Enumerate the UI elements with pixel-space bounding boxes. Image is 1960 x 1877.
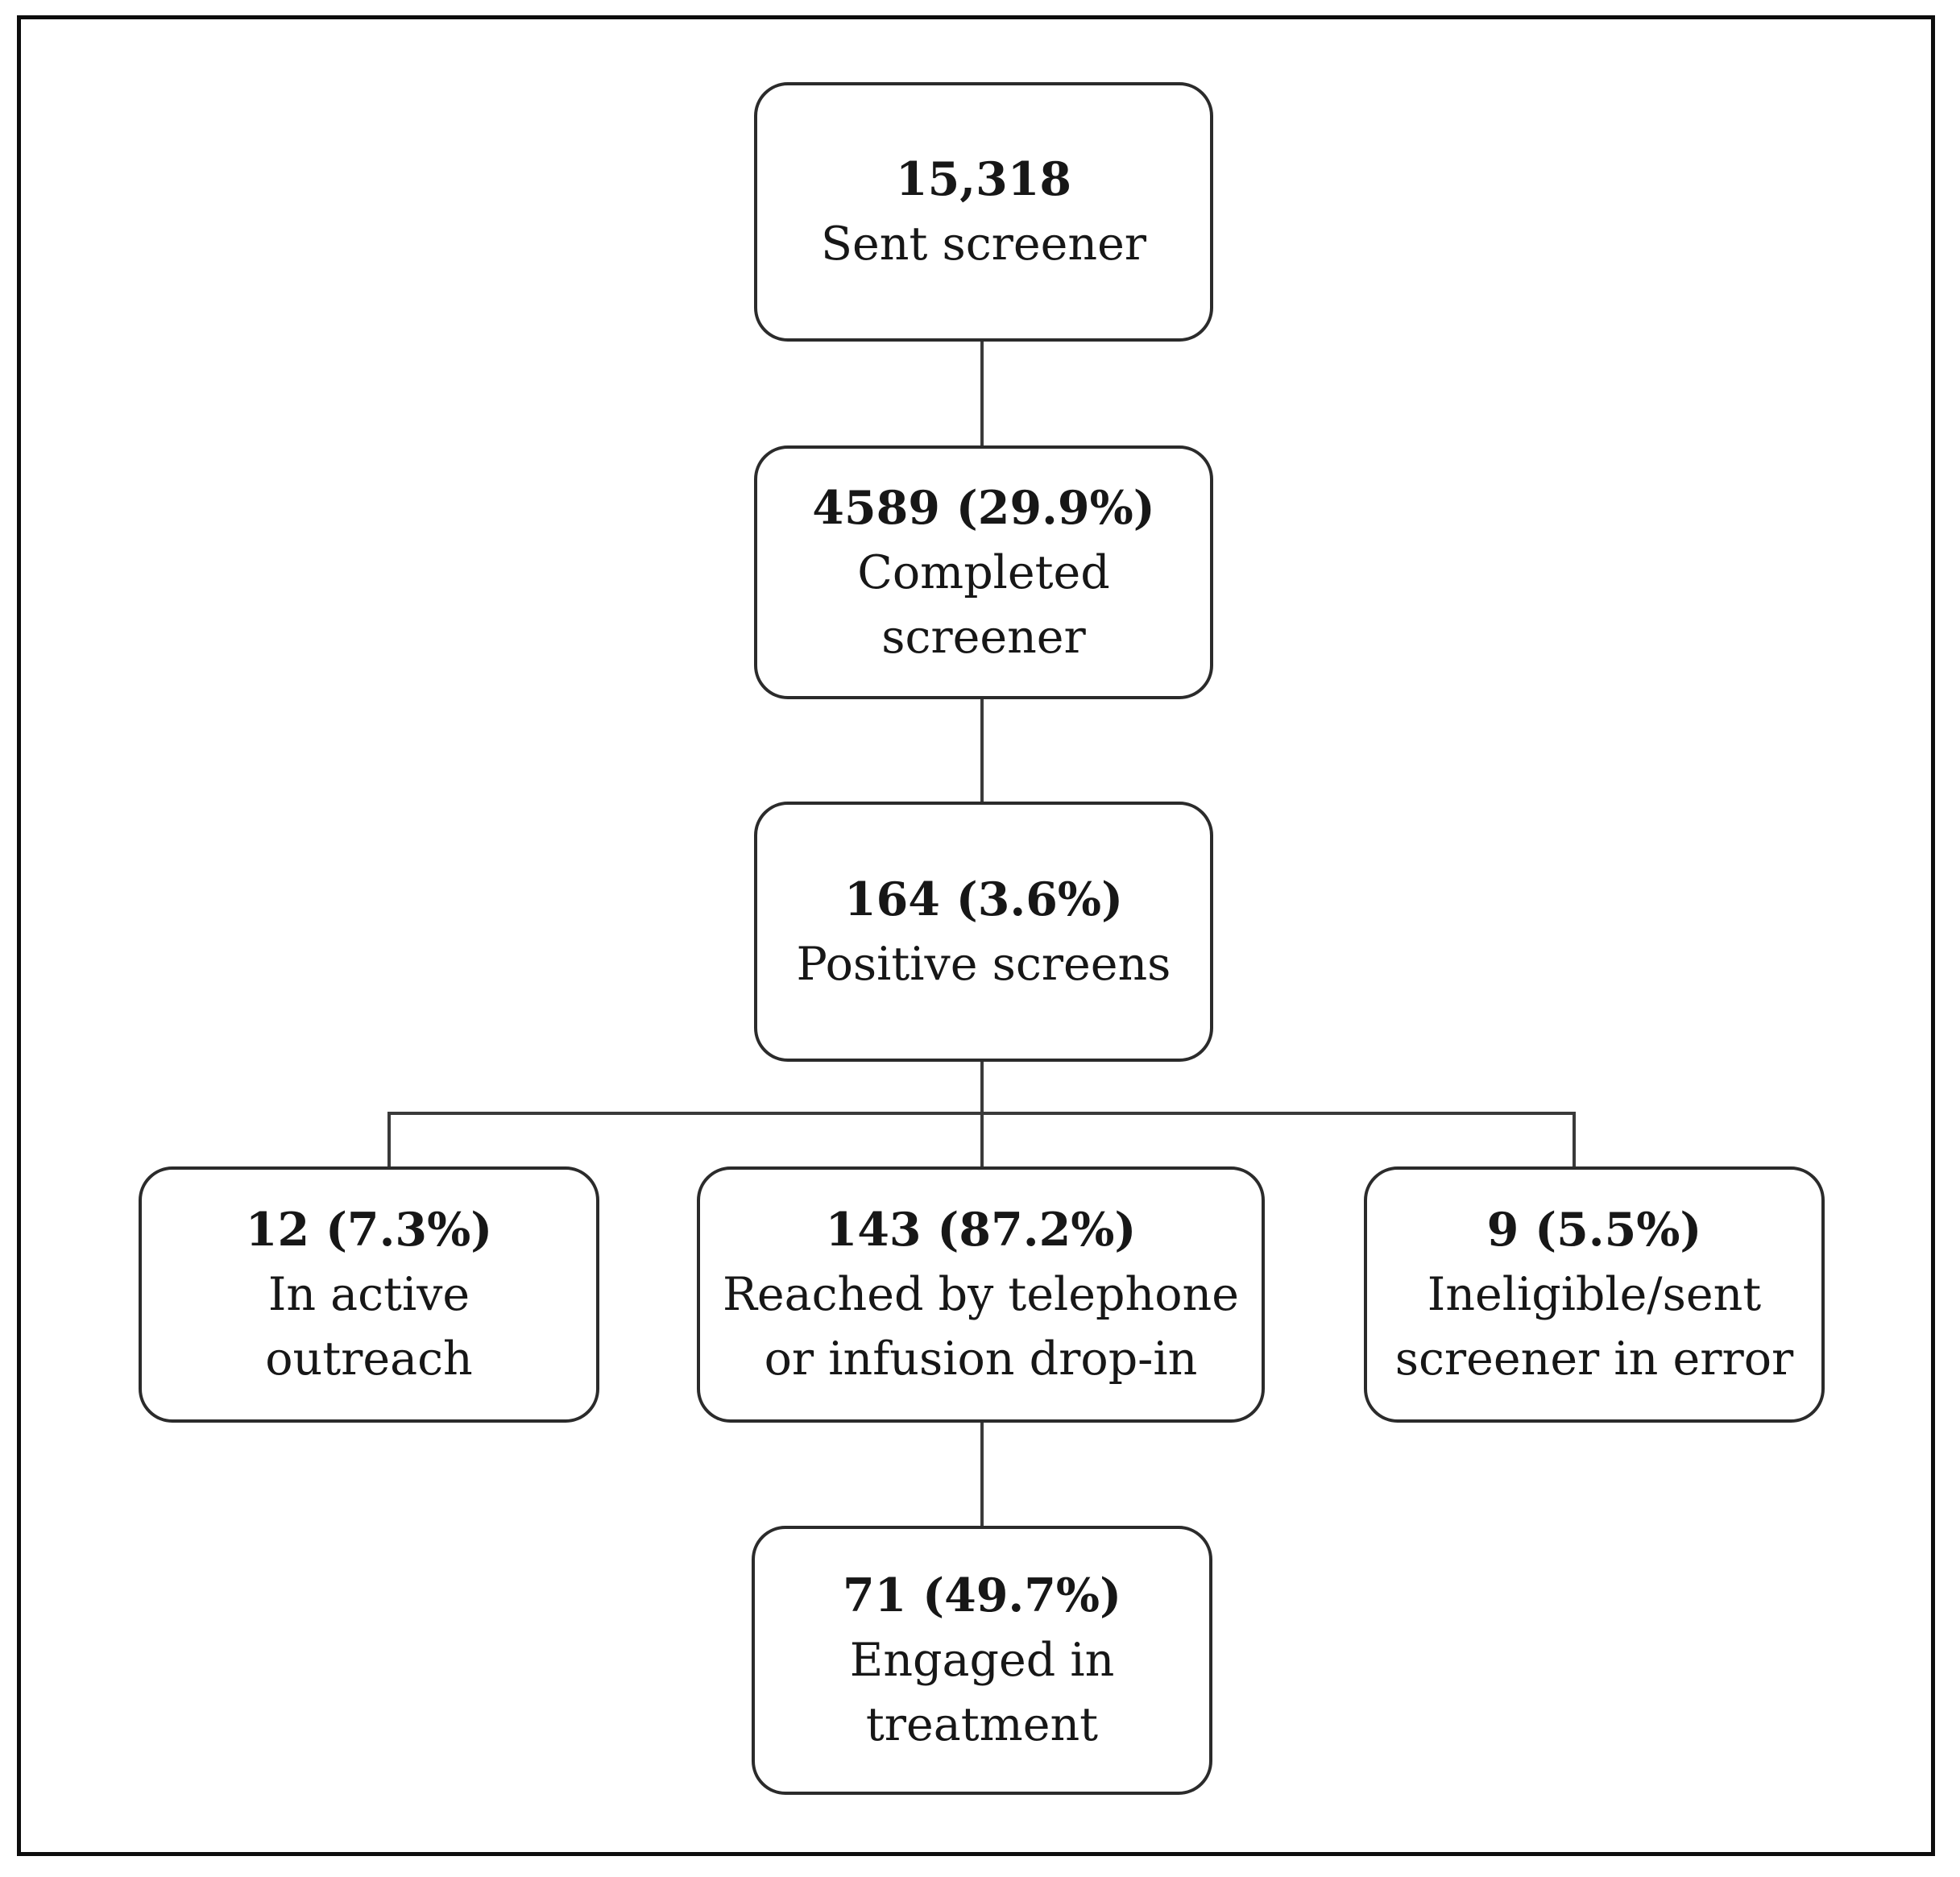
connector-sent-to-completed	[980, 340, 984, 447]
node-value: 4589 (29.9%)	[812, 480, 1155, 535]
node-value: 15,318	[895, 152, 1072, 206]
node-in-active-outreach: 12 (7.3%) In active outreach	[139, 1166, 599, 1423]
connector-reached-to-engaged	[980, 1421, 984, 1527]
node-label: Ineligible/sent screener in error	[1394, 1268, 1794, 1386]
node-sent-screener: 15,318 Sent screener	[754, 82, 1213, 342]
node-value: 143 (87.2%)	[825, 1203, 1137, 1257]
connector-branch-to-reached	[980, 1112, 984, 1168]
node-value: 12 (7.3%)	[245, 1203, 493, 1257]
node-completed-screener: 4589 (29.9%) Completed screener	[754, 445, 1213, 699]
node-ineligible-sent-in-error: 9 (5.5%) Ineligible/sent screener in err…	[1364, 1166, 1825, 1423]
figure-frame	[17, 15, 1935, 1856]
connector-branch-to-ineligible	[1573, 1112, 1576, 1168]
node-label: Completed screener	[857, 545, 1110, 664]
node-positive-screens: 164 (3.6%) Positive screens	[754, 802, 1213, 1062]
node-label: Reached by telephone or infusion drop-in	[723, 1268, 1239, 1386]
node-reached-by-telephone: 143 (87.2%) Reached by telephone or infu…	[697, 1166, 1265, 1423]
node-engaged-in-treatment: 71 (49.7%) Engaged in treatment	[752, 1526, 1212, 1795]
connector-positive-to-branch	[980, 1060, 984, 1115]
connector-completed-to-positive	[980, 698, 984, 803]
node-label: Positive screens	[796, 937, 1171, 991]
node-value: 164 (3.6%)	[843, 872, 1124, 926]
node-value: 9 (5.5%)	[1486, 1203, 1702, 1257]
node-label: Engaged in treatment	[849, 1634, 1115, 1751]
node-label: Sent screener	[820, 218, 1147, 271]
node-value: 71 (49.7%)	[842, 1568, 1122, 1622]
connector-branch-to-outreach	[387, 1112, 391, 1168]
node-label: In active outreach	[265, 1268, 473, 1386]
